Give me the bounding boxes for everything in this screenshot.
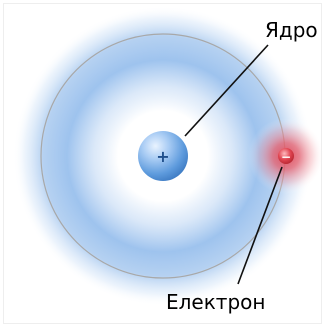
electron-leader-line: [237, 166, 283, 285]
electron-label: Електрон: [166, 290, 265, 314]
electron-particle: [278, 148, 294, 164]
electron: −: [248, 118, 324, 194]
nucleus-sphere: [138, 131, 188, 181]
nucleus-label: Ядро: [265, 18, 318, 42]
electron-charge-symbol: −: [281, 150, 291, 164]
nucleus: +: [138, 131, 188, 181]
nucleus-charge-symbol: +: [156, 147, 169, 166]
nucleus-leader-line: [184, 44, 269, 137]
